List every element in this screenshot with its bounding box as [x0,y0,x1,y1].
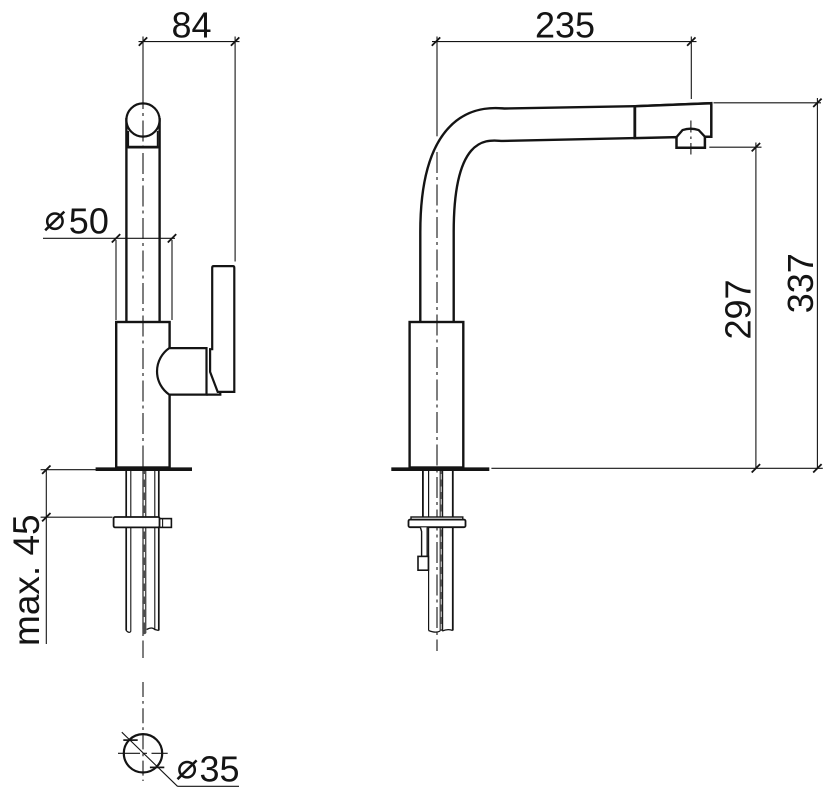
svg-text:50: 50 [69,200,109,241]
svg-text:84: 84 [171,5,211,46]
svg-text:35: 35 [200,749,240,790]
svg-text:337: 337 [780,253,821,313]
svg-text:max. 45: max. 45 [6,514,47,646]
svg-text:297: 297 [718,279,759,339]
svg-text:235: 235 [535,4,595,45]
